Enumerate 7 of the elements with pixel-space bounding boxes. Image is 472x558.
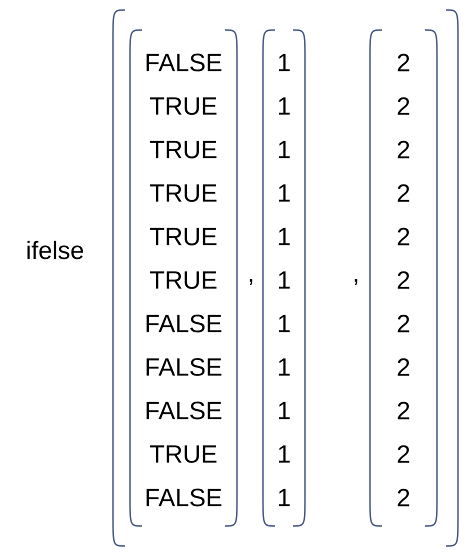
function-name: ifelse [28, 240, 84, 260]
vector-bracket: 2 2 2 2 2 2 2 2 2 2 2 [369, 29, 438, 527]
outer-parentheses [112, 9, 459, 547]
comma: , [354, 279, 358, 285]
vector-bracket: FALSE TRUE TRUE TRUE TRUE TRUE FALSE FALSE FALSE TRUE FALSE [129, 29, 238, 527]
vector-bracket: 1 1 1 1 1 1 1 1 1 1 1 [262, 29, 306, 527]
comma: , [250, 279, 252, 285]
